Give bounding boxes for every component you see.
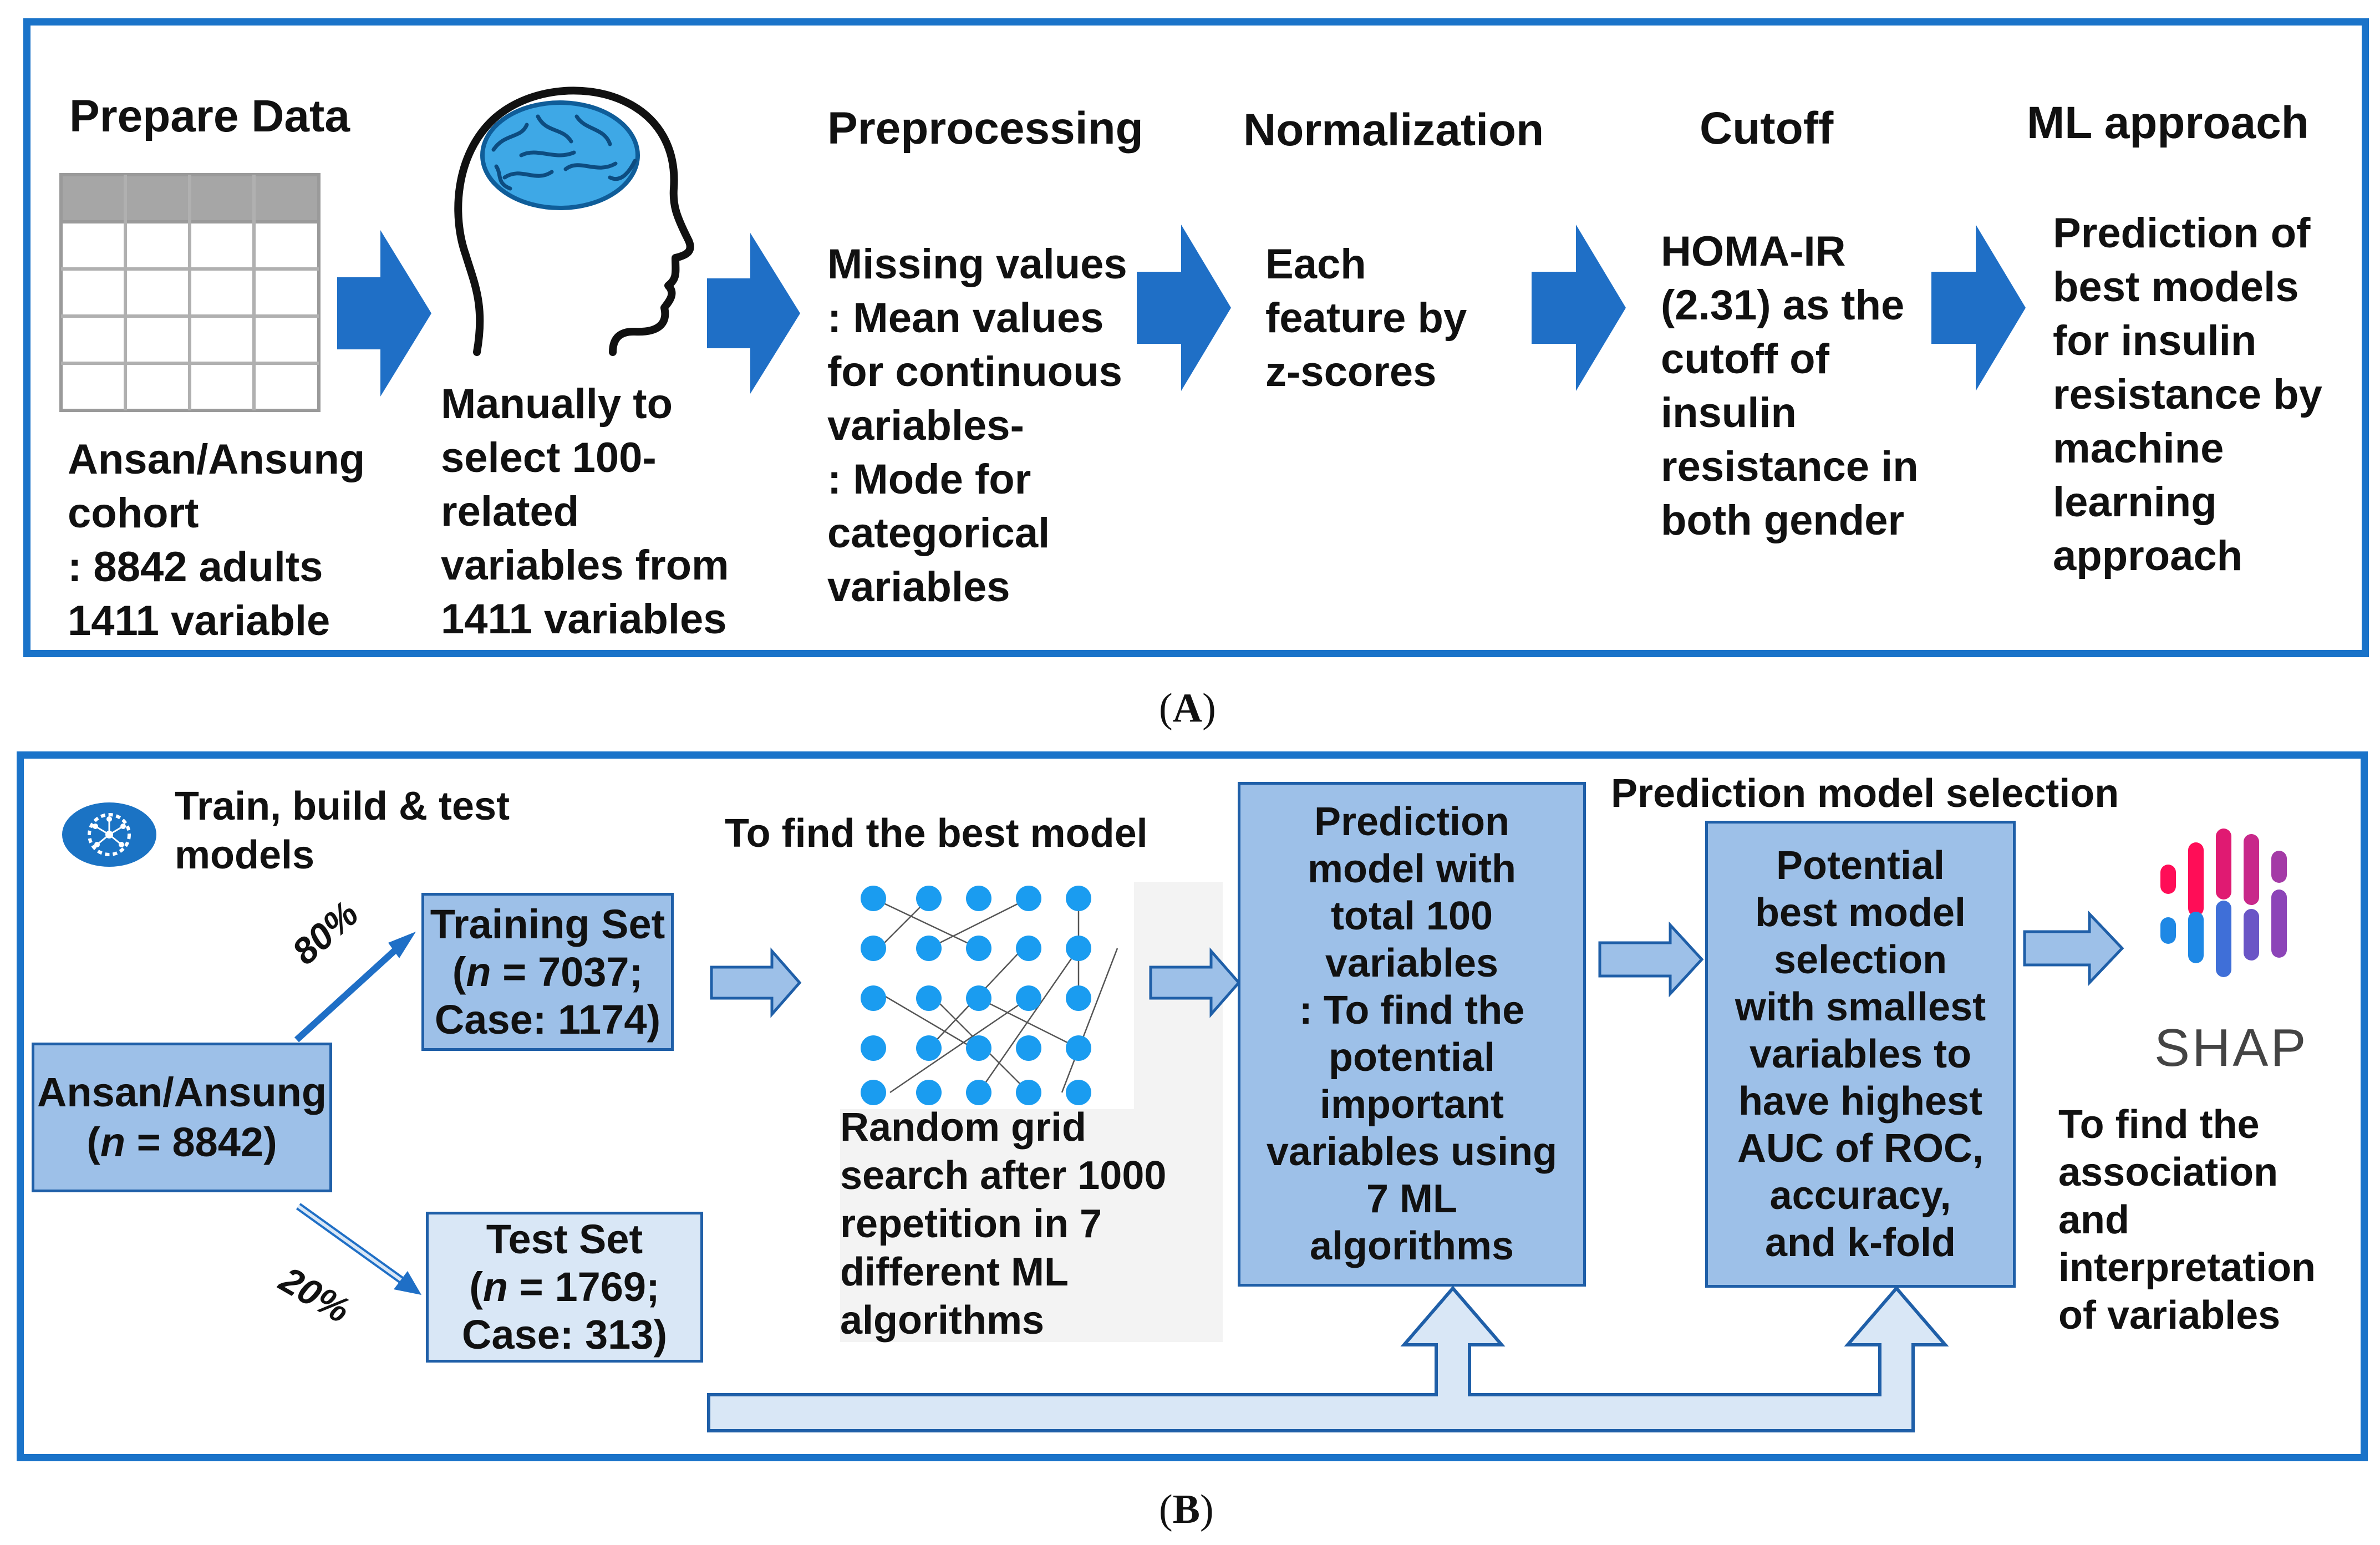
test-feedback-arrow <box>707 1285 1949 1432</box>
shap-description: To find the association and interpretati… <box>2058 1102 2316 1338</box>
block-arrow-icon <box>2023 910 2124 987</box>
cohort-box: Ansan/Ansung (n = 8842) <box>32 1043 332 1192</box>
grid-search-text: Random grid search after 1000 repetition… <box>840 1105 1167 1343</box>
step-prepare-data-body: Ansan/Ansung cohort : 8842 adults 1411 v… <box>68 436 365 644</box>
block-arrow-icon <box>1149 947 1241 1018</box>
step-cutoff-title: Cutoff <box>1700 103 1834 154</box>
panel-a-label: (A) <box>1159 685 1216 731</box>
shap-logo-icon <box>2160 829 2287 977</box>
step-cutoff-body: HOMA-IR (2.31) as the cutoff of insulin … <box>1661 228 1919 544</box>
step-prepare-data-title: Prepare Data <box>69 91 350 141</box>
block-arrow-icon <box>710 947 802 1018</box>
panel-b-label: (B) <box>1159 1487 1214 1532</box>
flow-arrow-icon <box>337 230 431 397</box>
table-icon <box>59 173 321 412</box>
best-model-title: To find the best model <box>725 811 1148 856</box>
step-select-variables-body: Manually to select 100- related variable… <box>441 380 729 643</box>
train-build-test-header: Train, build & test models <box>175 784 510 877</box>
training-set-box: Training Set (n = 7037; Case: 1174) <box>421 893 674 1051</box>
flow-arrow-icon <box>1137 225 1231 391</box>
step-preprocessing-title: Preprocessing <box>827 103 1143 154</box>
best-model-selection-box: Potential best model selection with smal… <box>1705 821 2016 1288</box>
block-arrow-icon <box>1598 921 1704 998</box>
step-normalization-title: Normalization <box>1243 105 1544 155</box>
flow-arrow-icon <box>1931 225 2026 391</box>
split-arrows <box>294 932 421 1295</box>
flow-arrow-icon <box>707 233 800 394</box>
selection-title: Prediction model selection <box>1611 771 2119 816</box>
brain-head-icon <box>454 87 694 356</box>
network-globe-icon <box>62 802 156 867</box>
step-normalization-body: Each feature by z-scores <box>1265 241 1467 395</box>
step-preprocessing-body: Missing values : Mean values for continu… <box>827 241 1127 611</box>
test-set-box: Test Set (n = 1769; Case: 313) <box>426 1212 703 1363</box>
step-ml-approach-body: Prediction of best models for insulin re… <box>2053 210 2322 580</box>
grid-search-dots-icon <box>840 882 1134 1109</box>
step-ml-approach-title: ML approach <box>2027 98 2309 148</box>
flow-arrow-icon <box>1532 225 1626 391</box>
shap-logo-text: SHAP <box>2154 1018 2308 1078</box>
prediction-model-box: Prediction model with total 100 variable… <box>1238 782 1586 1287</box>
